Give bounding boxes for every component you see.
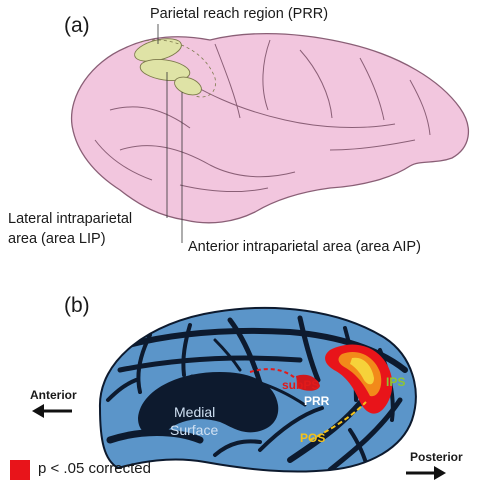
medial-surface-label-line2: Surface [170, 422, 218, 438]
panel-a: (a) Parietal reach region (PRR) Lateral … [0, 0, 479, 280]
posterior-arrow [406, 466, 446, 480]
posterior-label: Posterior [410, 450, 463, 464]
medial-surface-label-line1: Medial [174, 404, 215, 420]
prr-label: Parietal reach region (PRR) [150, 5, 328, 24]
prr-label-b: PRR [304, 394, 329, 408]
panel-a-label: (a) [64, 14, 90, 38]
ips-label: IPS [386, 375, 405, 389]
anterior-arrow [32, 404, 72, 418]
aip-label: Anterior intraparietal area (area AIP) [188, 238, 421, 257]
anterior-label: Anterior [30, 388, 77, 402]
legend-swatch [10, 460, 30, 480]
legend-text: p < .05 corrected [38, 460, 151, 477]
lip-label-line2: area (area LIP) [8, 230, 106, 249]
panel-b: (b) Anterior Posterior Medial Surface su… [0, 280, 479, 490]
panel-b-label: (b) [64, 294, 90, 318]
brain-outline [72, 34, 469, 223]
pos-label: POS [300, 431, 325, 445]
lip-label-line1: Lateral intraparietal [8, 210, 132, 229]
subps-label: subPS [282, 378, 319, 392]
